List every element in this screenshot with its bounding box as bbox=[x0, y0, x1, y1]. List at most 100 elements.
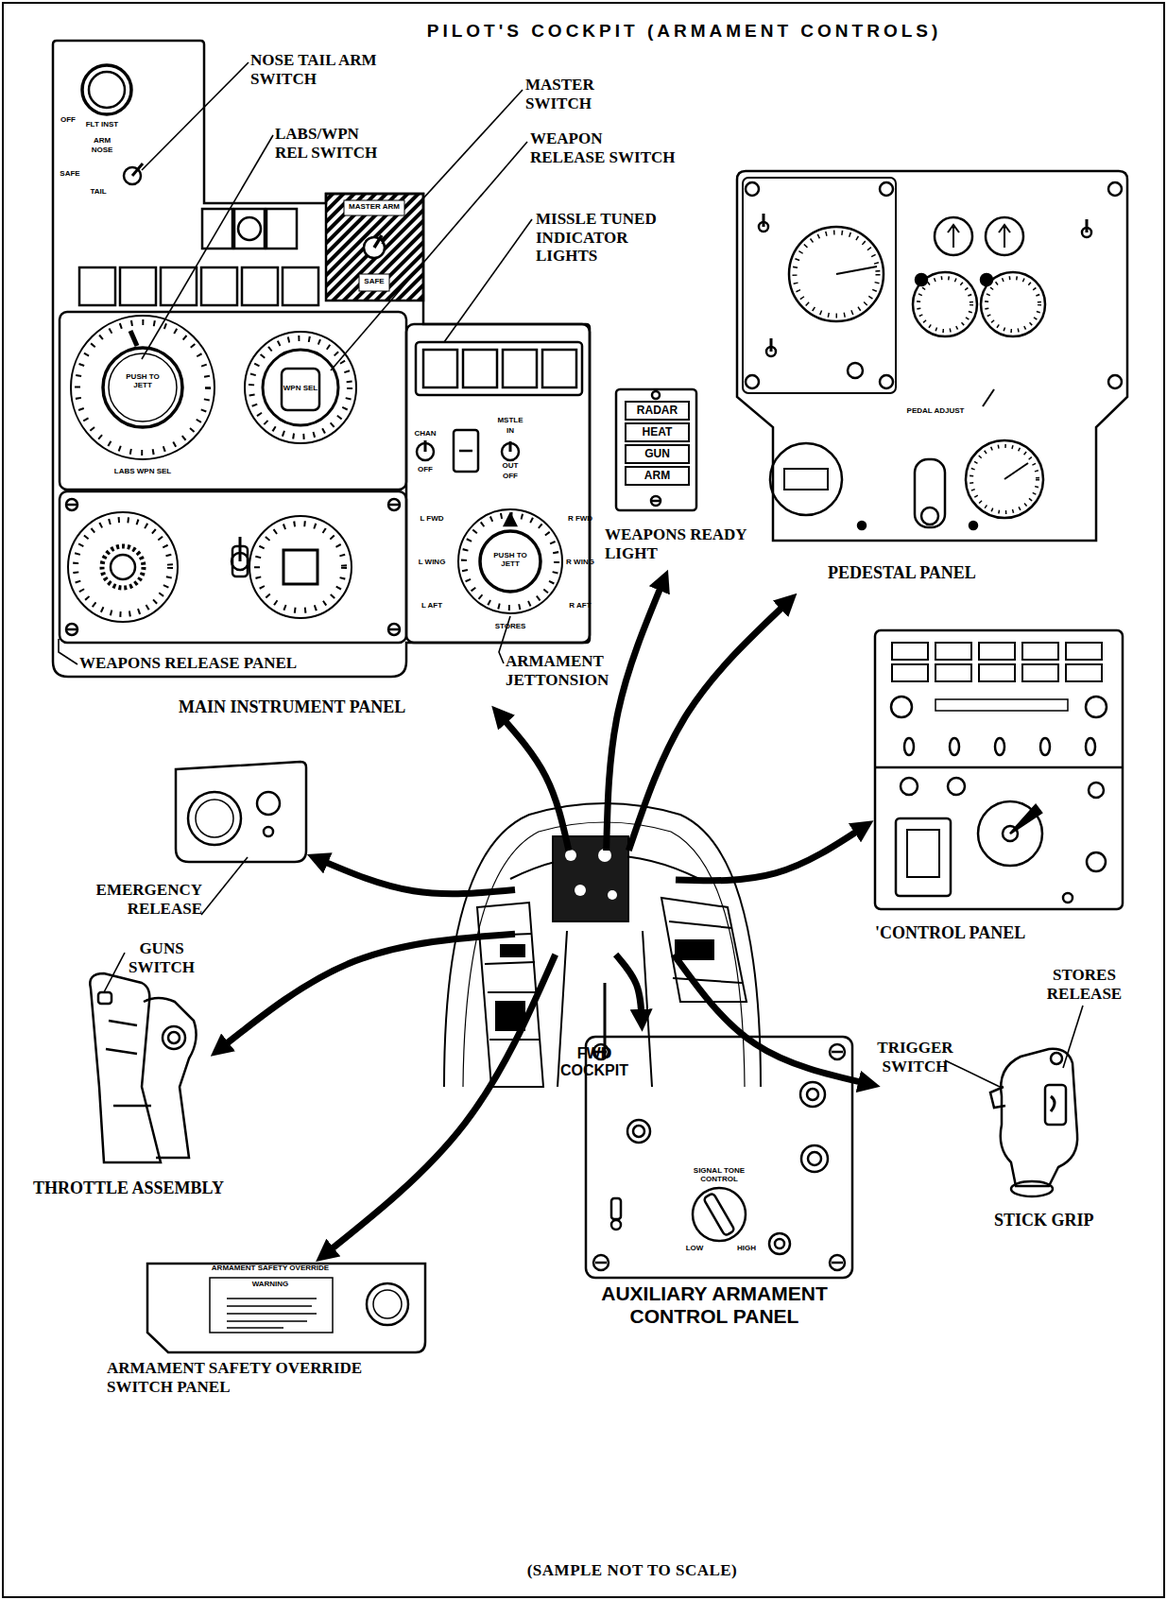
auxiliary-panel-art bbox=[806, 1088, 819, 1100]
instrument-panel-art bbox=[202, 208, 233, 249]
instrument-panel-art bbox=[52, 40, 590, 677]
cockpit-illustration bbox=[557, 930, 653, 1087]
control-panel-art bbox=[1063, 892, 1073, 903]
auxiliary-panel-art bbox=[593, 1254, 609, 1270]
panel-marking: FLT INST bbox=[68, 120, 136, 130]
instrument-panel-art bbox=[59, 491, 407, 643]
instrument-panel-art bbox=[542, 349, 577, 388]
panel-marking: LOW bbox=[661, 1244, 728, 1253]
control-panel-art bbox=[892, 642, 928, 660]
instrument-panel-art bbox=[480, 531, 541, 592]
diagram-caption: (SAMPLE NOT TO SCALE) bbox=[443, 1561, 822, 1580]
callout-label: STORES RELEASE bbox=[1039, 965, 1130, 1003]
stick-grip-illustration bbox=[1011, 1181, 1053, 1197]
control-panel-art bbox=[1085, 696, 1107, 718]
instrument-panel-art bbox=[59, 311, 407, 490]
panel-group: STICK GRIP bbox=[878, 1086, 1082, 1229]
instrument-panel-art bbox=[102, 546, 144, 588]
throttle-illustration bbox=[168, 1031, 180, 1044]
pedestal-panel-art bbox=[1108, 182, 1122, 196]
pedestal-panel-art bbox=[980, 274, 993, 286]
panel-name: AUXILIARY ARMAMENT CONTROL PANEL bbox=[586, 1282, 842, 1328]
cockpit-illustration bbox=[481, 933, 541, 1040]
control-panel-art bbox=[1085, 737, 1096, 756]
pedestal-panel-art bbox=[915, 274, 927, 286]
override-panel-art bbox=[209, 1277, 333, 1333]
instrument-panel-art bbox=[52, 40, 590, 677]
control-panel-art bbox=[1065, 664, 1102, 682]
pedestal-panel-art bbox=[1108, 375, 1122, 389]
panel-group: PEDESTAL PANEL bbox=[732, 171, 1128, 592]
panel-marking: NOSE bbox=[68, 146, 136, 155]
cockpit-illustration bbox=[477, 902, 544, 1087]
instrument-panel-art bbox=[423, 349, 458, 388]
instrument-panel-art bbox=[388, 498, 400, 511]
lamp-label: GUN bbox=[626, 446, 688, 463]
instrument-panel-art bbox=[239, 536, 242, 562]
panel-marking: STORES bbox=[477, 622, 544, 632]
pedestal-panel-art bbox=[879, 375, 893, 389]
auxiliary-panel-art bbox=[703, 1192, 735, 1236]
instrument-panel-art bbox=[282, 267, 319, 306]
cockpit-illustration bbox=[669, 921, 742, 983]
pedestal-panel-art bbox=[784, 468, 828, 490]
pedestal-panel-art bbox=[794, 232, 878, 316]
instrument-panel-art bbox=[249, 515, 352, 618]
control-panel-art bbox=[935, 642, 972, 660]
instrument-panel-art bbox=[415, 342, 583, 395]
lamp-label: ARM bbox=[626, 467, 688, 484]
callout-label: TRIGGER SWITCH bbox=[870, 1038, 961, 1076]
instrument-panel-art bbox=[120, 267, 156, 306]
panel-group: EMERGENCY RELEASE bbox=[86, 760, 307, 919]
stick-grip-illustration bbox=[990, 1086, 1006, 1108]
panel-marking: L FWD bbox=[412, 514, 451, 524]
instrument-panel-art bbox=[502, 349, 537, 388]
auxiliary-panel-art bbox=[800, 1081, 825, 1107]
lamp-label: RADAR bbox=[626, 402, 688, 419]
ready-light-housing bbox=[652, 499, 660, 503]
callout-arrow bbox=[498, 714, 569, 851]
instrument-panel-art bbox=[238, 217, 261, 241]
throttle-illustration bbox=[162, 1026, 186, 1049]
control-panel-art bbox=[1022, 664, 1059, 682]
panel-marking: SAFE bbox=[36, 170, 103, 179]
control-panel-art bbox=[1065, 642, 1102, 660]
callout-arrow bbox=[675, 826, 864, 881]
ready-light-housing bbox=[616, 389, 697, 511]
cockpit-illustration bbox=[598, 848, 612, 862]
control-panel-art bbox=[891, 696, 912, 718]
panel-marking: OUT bbox=[477, 462, 544, 471]
instrument-panel-art bbox=[453, 429, 479, 472]
emergency-release-art bbox=[188, 791, 241, 845]
panel-marking: R FWD bbox=[561, 514, 600, 524]
emergency-release-art bbox=[257, 791, 280, 815]
leader-line bbox=[944, 1060, 1000, 1087]
pedestal-panel-art bbox=[858, 521, 866, 530]
cockpit-hub: FWD COCKPIT bbox=[514, 850, 676, 955]
lamp-label: HEAT bbox=[626, 424, 688, 441]
panel-marking: PUSH TO JETT bbox=[121, 373, 164, 391]
pedestal-panel-art bbox=[971, 446, 1038, 513]
panel-marking: SIGNAL TONE CONTROL bbox=[686, 1167, 753, 1185]
ready-light-housing bbox=[651, 496, 661, 506]
callout-arrow bbox=[606, 580, 665, 851]
indicator-lamp: HEAT bbox=[624, 422, 690, 443]
callout-arrow bbox=[317, 858, 515, 894]
cockpit-illustration bbox=[496, 1001, 525, 1030]
leader-line bbox=[201, 857, 248, 915]
panel-name: MAIN INSTRUMENT PANEL bbox=[178, 697, 463, 718]
instrument-panel-art bbox=[283, 549, 318, 584]
callout-label: LABS/WPN REL SWITCH bbox=[274, 124, 389, 162]
auxiliary-panel-art bbox=[627, 1119, 651, 1143]
instrument-panel-art bbox=[82, 65, 132, 115]
emergency-release-art bbox=[263, 826, 274, 837]
instrument-panel-art bbox=[102, 347, 183, 428]
callout-label: GUNS SWITCH bbox=[114, 939, 209, 977]
auxiliary-panel-art bbox=[611, 1219, 621, 1230]
throttle-illustration bbox=[89, 973, 196, 1163]
cockpit-illustration bbox=[675, 940, 714, 960]
panel-name: ARMAMENT SAFETY OVERRIDE SWITCH PANEL bbox=[106, 1358, 381, 1396]
